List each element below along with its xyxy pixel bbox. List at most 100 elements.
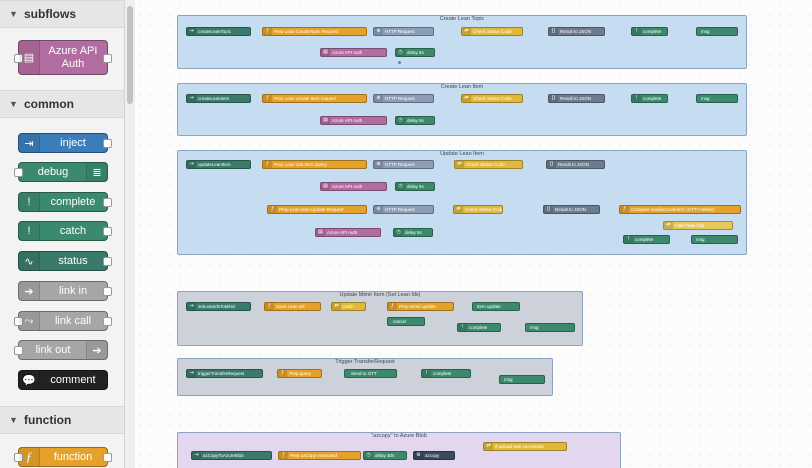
subflow-node-azure-auth[interactable]: ▤Azure API Auth [320, 48, 387, 57]
group-create-lean-topic[interactable]: Create Lean Topic [177, 15, 747, 69]
delay-node[interactable]: ◷delay 5s [395, 48, 435, 57]
inject-node[interactable]: ⇥createLeanTopic [186, 27, 251, 36]
inject-node[interactable]: ⇥setLeanIdsToMimir [186, 302, 251, 311]
delay-node[interactable]: ◷delay 5s [393, 228, 433, 237]
palette-node-catch[interactable]: ! catch [18, 221, 112, 241]
inject-arrow-icon: ⇥ [187, 161, 196, 168]
braces-icon: {} [549, 95, 558, 102]
complete-node[interactable]: !complete [631, 27, 668, 36]
switch-node[interactable]: ⇄Check Status Code [453, 205, 503, 214]
json-node[interactable]: {}Result to JSON [543, 205, 600, 214]
json-node[interactable]: {}Result to JSON [548, 27, 605, 36]
http-request-node[interactable]: ⊕HTTP Request [373, 27, 434, 36]
debug-node[interactable]: msg [696, 27, 738, 36]
switch-node[interactable]: ⇄Check Status Code [454, 160, 523, 169]
category-common[interactable]: ▼ common [0, 90, 124, 118]
clock-icon: ◷ [396, 117, 405, 124]
subflow-node-azure-auth[interactable]: ▤Azure API Auth [320, 182, 387, 191]
status-dot [398, 61, 401, 64]
inject-arrow-icon: ⇥ [187, 95, 196, 102]
palette-node-inject[interactable]: ⇥ inject [18, 133, 112, 153]
subflow-icon: ▤ [321, 49, 330, 56]
json-node[interactable]: {}Result to JSON [546, 160, 605, 169]
subflow-node-azure-auth[interactable]: ▤Azure API Auth [315, 228, 381, 237]
inject-node[interactable]: ⇥updateLeanItem [186, 160, 251, 169]
subflow-icon: ▤ [316, 229, 325, 236]
exclamation-icon: ! [19, 193, 40, 211]
palette-node-azure-api-auth[interactable]: ▤ Azure API Auth [14, 40, 112, 75]
switch-icon: ⇄ [454, 206, 463, 213]
cancel-node[interactable]: cancel [387, 317, 425, 326]
inject-arrow-icon: ⇥ [187, 303, 196, 310]
exclamation-icon: ! [422, 370, 431, 377]
palette-scrollbar-thumb[interactable] [127, 6, 133, 104]
chevron-down-icon: ▼ [9, 415, 18, 425]
link-in-arrow-icon: ➔ [19, 282, 40, 300]
http-request-node[interactable]: ⊕HTTP Request [373, 160, 434, 169]
group-update-mimir-item[interactable]: Update Mimir Item (Set Lean Ids) [177, 291, 583, 346]
complete-node[interactable]: !complete [421, 369, 471, 378]
switch-node[interactable]: ⇄Fake New Clip [663, 221, 733, 230]
complete-node[interactable]: !complete [623, 235, 670, 244]
category-function[interactable]: ▼ function [0, 406, 124, 434]
palette-node-comment[interactable]: 💬 comment [18, 370, 108, 390]
chevron-down-icon: ▼ [9, 99, 18, 109]
palette-node-link-in[interactable]: ➔ link in [18, 281, 112, 301]
group-create-lean-item[interactable]: Create Lean Item [177, 83, 747, 136]
delay-node[interactable]: ◷delay 30s [363, 451, 407, 460]
exec-node[interactable]: ⚙azcopy [413, 451, 455, 460]
braces-icon: {} [547, 161, 556, 168]
complete-node[interactable]: !complete [457, 323, 501, 332]
palette-node-debug[interactable]: debug ≣ [14, 162, 108, 182]
function-icon: ƒ [388, 303, 397, 310]
palette-node-status[interactable]: ∿ status [18, 251, 112, 271]
switch-node[interactable]: ⇄catch [331, 302, 366, 311]
function-icon: ƒ [19, 448, 40, 466]
inject-node[interactable]: ⇥triggerTransferRequest [186, 369, 263, 378]
category-subflows[interactable]: ▼ subflows [0, 0, 124, 28]
send-to-ott-node[interactable]: Send to OTT [344, 369, 397, 378]
switch-node[interactable]: ⇄Check Status Code [461, 27, 523, 36]
json-node[interactable]: {}Result to JSON [548, 94, 605, 103]
subflow-icon: ▤ [321, 183, 330, 190]
item-update-node[interactable]: Item update [472, 302, 520, 311]
palette-node-function[interactable]: ƒ function [14, 447, 112, 467]
palette-scrollbar-track[interactable] [125, 0, 135, 468]
switch-icon: ⇄ [484, 443, 493, 450]
gear-icon: ⚙ [414, 452, 423, 459]
exclamation-icon: ! [632, 95, 641, 102]
debug-node[interactable]: msg [691, 235, 738, 244]
inject-arrow-icon: ⇥ [192, 452, 201, 459]
palette-node-link-out[interactable]: link out ➔ [14, 340, 108, 360]
inject-node[interactable]: ⇥createLeanItem [186, 94, 251, 103]
switch-icon: ⇄ [462, 95, 471, 102]
palette-node-complete[interactable]: ! complete [18, 192, 112, 212]
debug-node[interactable]: msg [696, 94, 738, 103]
function-icon: ƒ [620, 206, 629, 213]
delay-node[interactable]: ◷delay 5s [395, 182, 435, 191]
palette-node-link-call[interactable]: ⤳ link call [14, 311, 112, 331]
debug-node[interactable]: msg [525, 323, 575, 332]
http-request-node[interactable]: ⊕HTTP Request [373, 94, 434, 103]
delay-node[interactable]: ◷delay 5s [395, 116, 435, 125]
globe-icon: ⊕ [374, 28, 383, 35]
function-icon: ƒ [263, 28, 272, 35]
switch-node[interactable]: ⇄if upload was successful [483, 442, 567, 451]
switch-node[interactable]: ⇄Check Status Code [461, 94, 523, 103]
complete-node[interactable]: !complete [631, 94, 668, 103]
subflow-node-azure-auth[interactable]: ▤Azure API Auth [320, 116, 387, 125]
http-request-node[interactable]: ⊕HTTP Request [373, 205, 434, 214]
debug-node[interactable]: msg [499, 375, 545, 384]
globe-icon: ⊕ [374, 206, 383, 213]
inject-node[interactable]: ⇥azCopyToAzureBlob [191, 451, 272, 460]
